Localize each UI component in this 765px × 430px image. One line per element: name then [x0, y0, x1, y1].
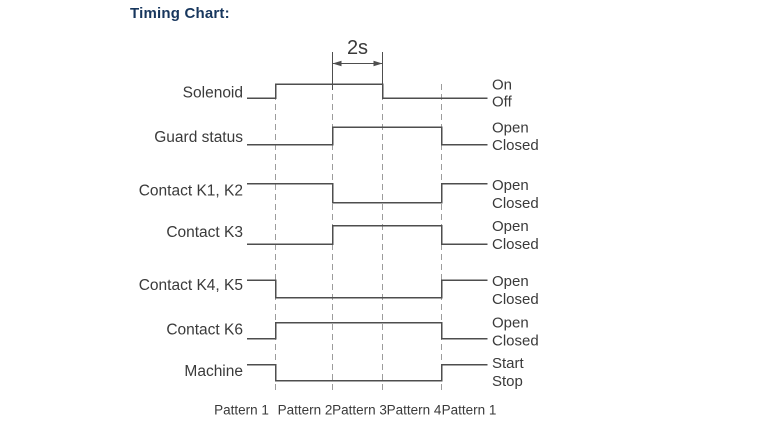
low-state-label-contact-k1-k2: Closed	[492, 195, 539, 212]
high-state-label-contact-k6: Open	[492, 315, 529, 332]
page-title: Timing Chart:	[130, 5, 230, 22]
signal-label-guard-status: Guard status	[154, 129, 243, 146]
signal-label-machine: Machine	[184, 363, 243, 380]
waveform-contact-k6	[247, 321, 488, 340]
low-state-label-guard-status: Closed	[492, 137, 539, 154]
signal-label-contact-k1-k2: Contact K1, K2	[139, 183, 243, 200]
low-state-label-machine: Stop	[492, 373, 523, 390]
low-state-label-contact-k4-k5: Closed	[492, 291, 539, 308]
signal-label-solenoid: Solenoid	[183, 85, 243, 102]
waveform-contact-k1-k2	[247, 182, 488, 204]
pattern-label-4: Pattern 4	[387, 403, 442, 418]
dimension-arrow-right-icon	[373, 60, 383, 67]
signal-label-contact-k6: Contact K6	[166, 322, 243, 339]
pattern-label-5: Pattern 1	[442, 403, 497, 418]
waveform-guard-status	[247, 126, 488, 146]
low-state-label-contact-k3: Closed	[492, 236, 539, 253]
pattern-label-1: Pattern 1	[214, 403, 269, 418]
pattern-label-3: Pattern 3	[332, 403, 387, 418]
waveform-contact-k3	[247, 224, 488, 245]
dimension-arrow-left-icon	[332, 60, 342, 67]
signal-label-contact-k4-k5: Contact K4, K5	[139, 277, 243, 294]
low-state-label-solenoid: Off	[492, 94, 513, 111]
low-state-label-contact-k6: Closed	[492, 333, 539, 350]
high-state-label-contact-k1-k2: Open	[492, 177, 529, 194]
dimension-label: 2s	[347, 37, 368, 59]
high-state-label-solenoid: On	[492, 77, 512, 94]
high-state-label-guard-status: Open	[492, 120, 529, 137]
high-state-label-machine: Start	[492, 355, 525, 372]
signal-label-contact-k3: Contact K3	[166, 224, 243, 241]
high-state-label-contact-k4-k5: Open	[492, 273, 529, 290]
high-state-label-contact-k3: Open	[492, 218, 529, 235]
pattern-label-2: Pattern 2	[278, 403, 333, 418]
waveform-solenoid	[247, 83, 488, 99]
waveform-contact-k4-k5	[247, 279, 488, 299]
waveform-machine	[247, 363, 488, 382]
